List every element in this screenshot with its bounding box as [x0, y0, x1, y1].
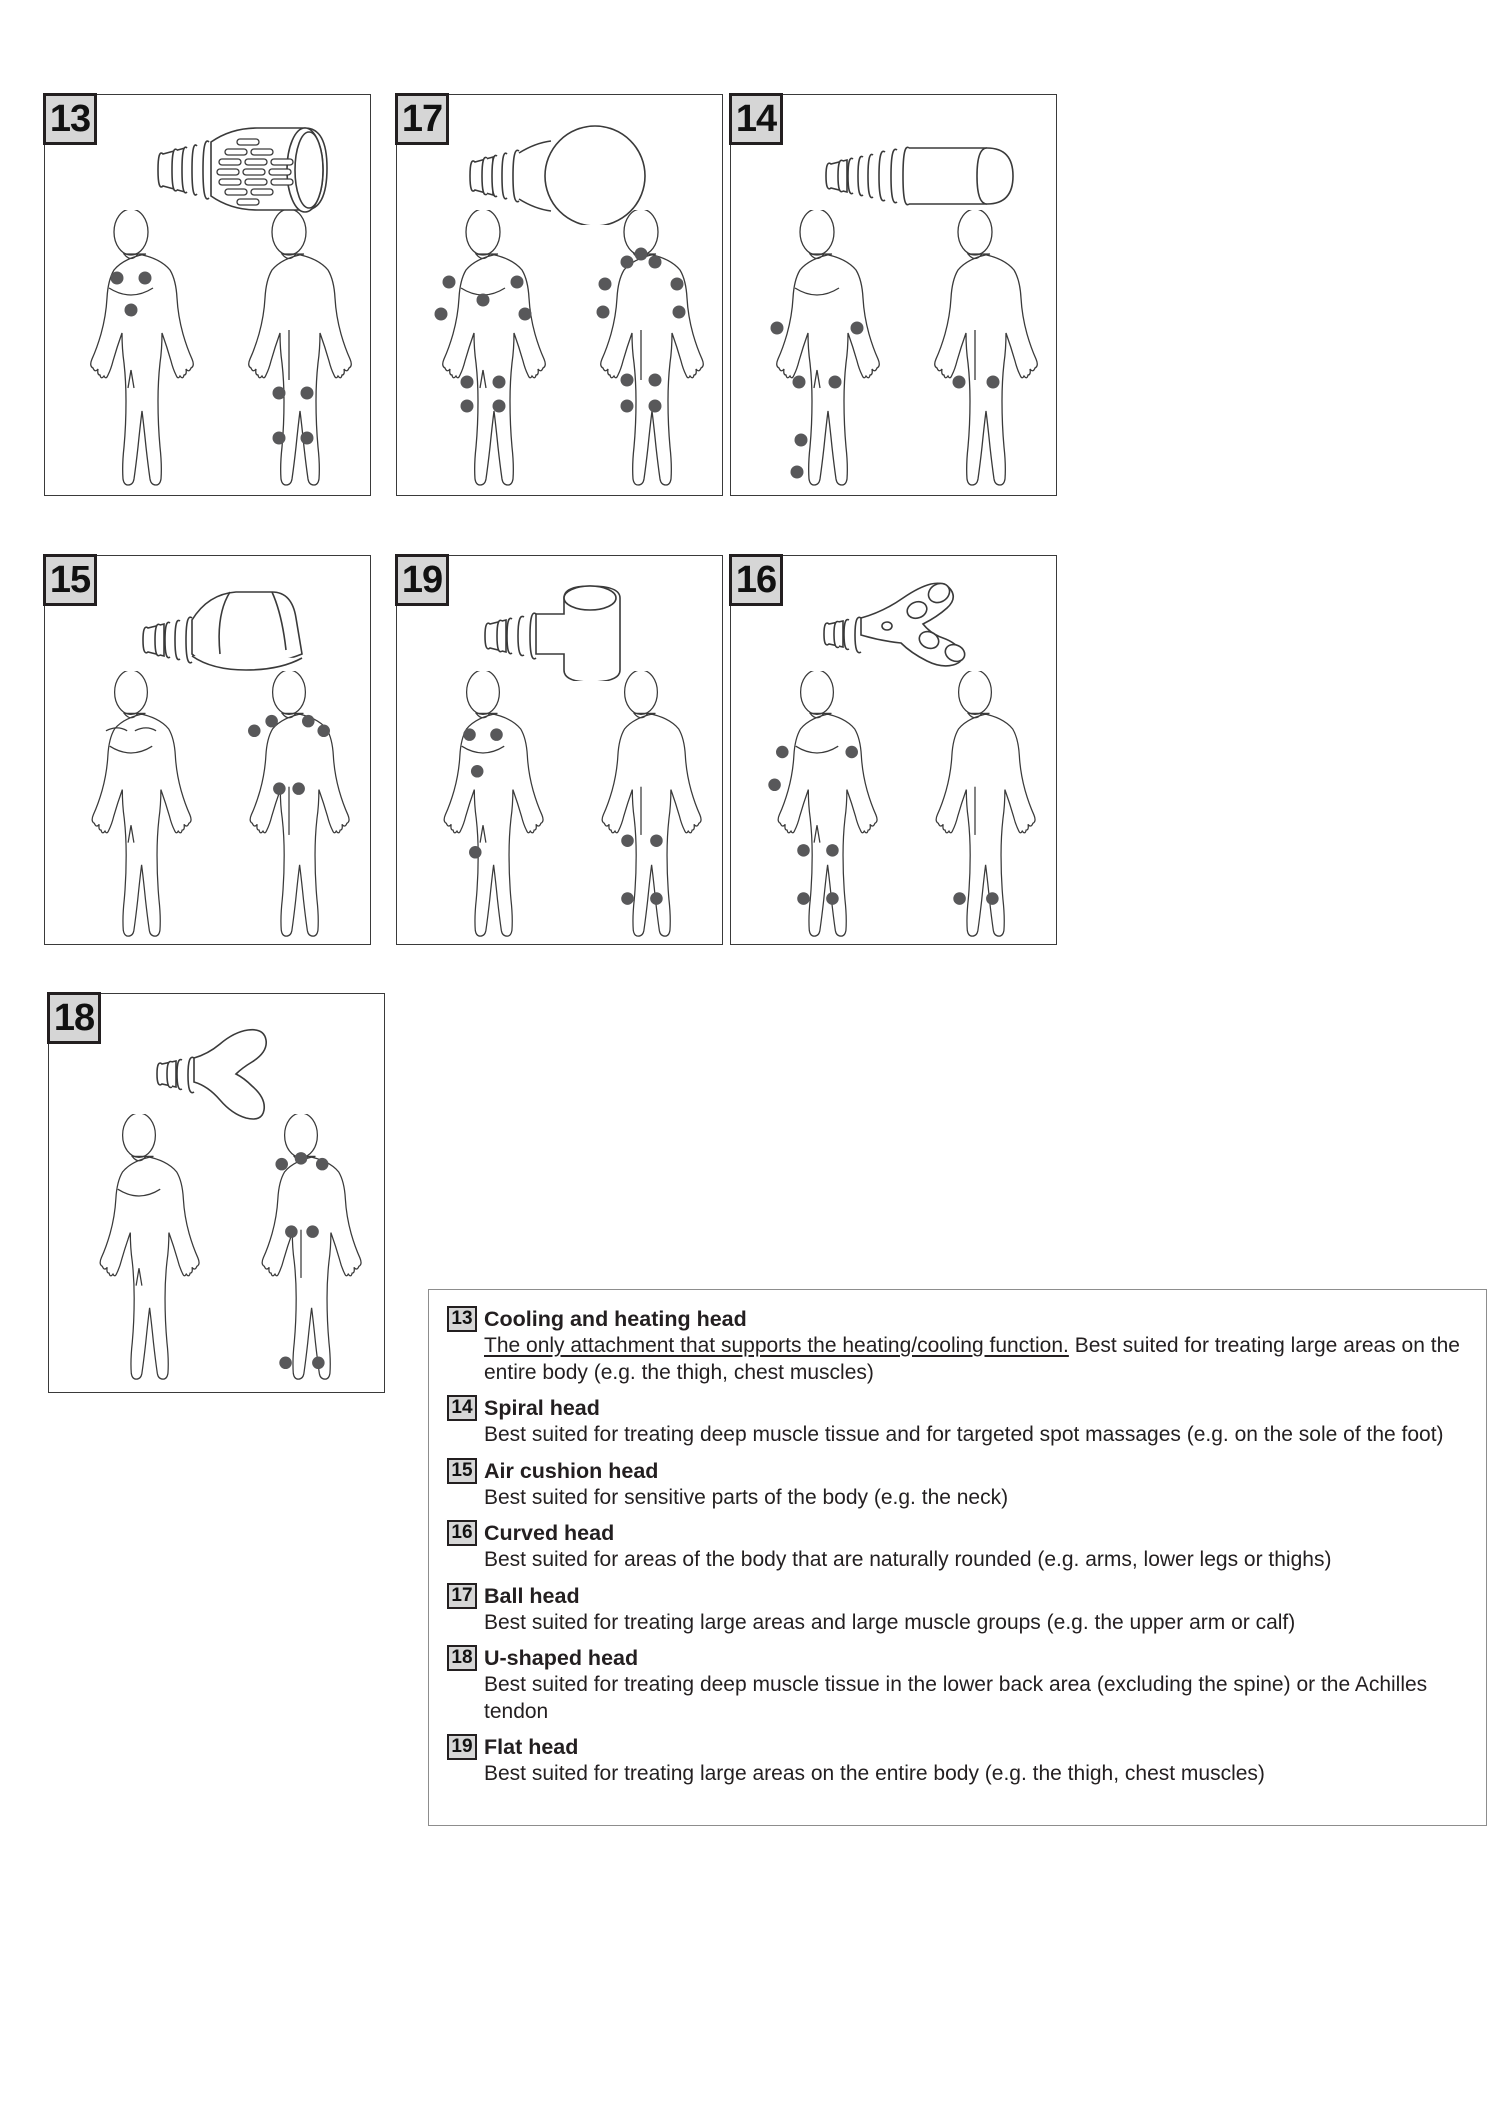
body-back-17: [577, 210, 705, 490]
legend-entry-18: 18 U-shaped head Best suited for treatin…: [447, 1645, 1468, 1725]
body-back-14: [911, 210, 1039, 490]
panel-badge-13: 13: [43, 93, 97, 145]
legend-number-14: 14: [447, 1395, 477, 1421]
legend-entry-17: 17 Ball head Best suited for treating la…: [447, 1582, 1468, 1637]
legend-entry-19: 19 Flat head Best suited for treating la…: [447, 1734, 1468, 1788]
legend-entry-14: 14 Spiral head Best suited for treating …: [447, 1395, 1468, 1449]
legend-desc-16: Best suited for areas of the body that a…: [484, 1548, 1332, 1571]
ball-head-icon: [467, 120, 697, 227]
treatment-dots-back-17: [596, 247, 686, 413]
legend-panel: 13 Cooling and heating head The only att…: [428, 1289, 1487, 1826]
legend-number-19: 19: [447, 1734, 477, 1760]
legend-number-17: 17: [447, 1582, 477, 1609]
legend-desc-18: Best suited for treating deep muscle tis…: [484, 1673, 1428, 1723]
legend-entry-13-head: 13 Cooling and heating head: [447, 1306, 1468, 1332]
treatment-dots-front-13: [110, 271, 152, 317]
legend-entry-15: 15 Air cushion head Best suited for sens…: [447, 1457, 1468, 1512]
body-diagrams-18: [75, 1114, 365, 1384]
legend-desc-15: Best suited for sensitive parts of the b…: [484, 1485, 1009, 1509]
legend-entry-16: 16 Curved head Best suited for areas of …: [447, 1520, 1468, 1574]
legend-number-18: 18: [447, 1645, 477, 1671]
panel-badge-14: 14: [729, 93, 783, 145]
treatment-dots-back-16: [953, 892, 999, 905]
legend-desc-13-underlined: The only attachment that supports the he…: [484, 1334, 1069, 1357]
body-front-18: [75, 1114, 203, 1384]
panel-15: 15: [43, 554, 371, 945]
legend-title-19: Flat head: [484, 1735, 579, 1759]
panel-badge-16: 16: [729, 554, 783, 606]
flat-head-icon: [472, 576, 702, 683]
body-diagrams-13: [67, 210, 353, 490]
legend-entry-16-head: 16 Curved head: [447, 1520, 1468, 1546]
legend-title-16: Curved head: [484, 1521, 615, 1545]
panel-13: 13: [43, 93, 371, 496]
legend-number-13: 13: [447, 1306, 477, 1332]
treatment-dots-back-15: [248, 714, 330, 795]
body-diagrams-17: [419, 210, 705, 490]
panel-19: 19: [395, 554, 723, 945]
body-diagrams-14: [753, 210, 1039, 490]
legend-entry-19-head: 19 Flat head: [447, 1734, 1468, 1760]
body-front-14: [753, 210, 881, 490]
body-back-15: [225, 671, 353, 941]
legend-title-13: Cooling and heating head: [484, 1307, 747, 1331]
treatment-dots-front-16: [768, 745, 858, 905]
treatment-dots-front-14: [770, 321, 864, 479]
body-back-18: [237, 1114, 365, 1384]
legend-title-18: U-shaped head: [484, 1646, 639, 1670]
legend-desc-14: Best suited for treating deep muscle tis…: [484, 1423, 1444, 1446]
body-diagrams-16: [753, 671, 1039, 941]
air-cushion-head-icon: [130, 576, 360, 681]
panel-18: 18: [47, 992, 385, 1393]
legend-desc-13: The only attachment that supports the he…: [484, 1333, 1468, 1386]
panel-badge-18: 18: [47, 992, 101, 1044]
panel-badge-15: 15: [43, 554, 97, 606]
panel-14: 14: [729, 93, 1057, 496]
legend-number-16: 16: [447, 1520, 477, 1546]
body-front-13: [67, 210, 195, 490]
treatment-dots-back-14: [952, 375, 1000, 389]
legend-desc-17: Best suited for treating large areas and…: [484, 1610, 1296, 1634]
legend-entry-13: 13 Cooling and heating head The only att…: [447, 1306, 1468, 1386]
legend-title-15: Air cushion head: [484, 1458, 659, 1483]
panel-badge-17: 17: [395, 93, 449, 145]
body-front-19: [419, 671, 547, 941]
treatment-dots-back-13: [272, 386, 314, 445]
legend-number-15: 15: [447, 1457, 477, 1484]
body-back-13: [225, 210, 353, 490]
spiral-head-icon: [811, 120, 1041, 225]
body-diagrams-15: [67, 671, 353, 941]
body-back-16: [911, 671, 1039, 941]
legend-entry-14-head: 14 Spiral head: [447, 1395, 1468, 1421]
legend-desc-13-rest: Best suited for treating large areas on …: [484, 1334, 1460, 1384]
body-front-15: [67, 671, 195, 941]
legend-entry-17-head: 17 Ball head: [447, 1582, 1468, 1609]
panel-16: 16: [729, 554, 1057, 945]
legend-desc-19: Best suited for treating large areas on …: [484, 1762, 1265, 1785]
cooling-heating-head-icon: [125, 120, 355, 225]
treatment-dots-front-17: [434, 275, 532, 413]
legend-title-14: Spiral head: [484, 1396, 600, 1420]
treatment-dots-back-18: [275, 1152, 329, 1370]
legend-entry-18-head: 18 U-shaped head: [447, 1645, 1468, 1671]
treatment-dots-front-19: [463, 728, 503, 859]
body-front-17: [419, 210, 547, 490]
panel-badge-19: 19: [395, 554, 449, 606]
legend-title-17: Ball head: [484, 1583, 580, 1608]
curved-head-icon: [821, 568, 1051, 678]
u-shaped-head-icon: [154, 1022, 374, 1122]
legend-entry-15-head: 15 Air cushion head: [447, 1457, 1468, 1484]
body-back-19: [577, 671, 705, 941]
body-front-16: [753, 671, 881, 941]
body-diagrams-19: [419, 671, 705, 941]
treatment-dots-back-19: [621, 834, 663, 905]
panel-17: 17: [395, 93, 723, 496]
